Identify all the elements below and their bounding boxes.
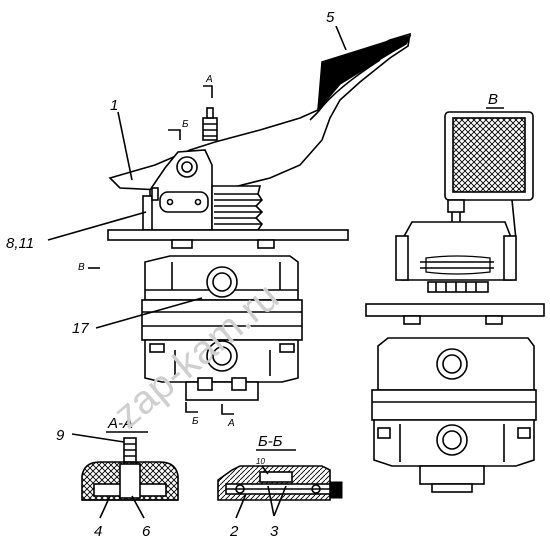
label-17: 17 — [72, 320, 89, 337]
label-6: 6 — [142, 523, 151, 540]
base-plate — [107, 229, 349, 241]
svg-text:В: В — [78, 262, 85, 273]
section-b-b: Б-Б 10 2 3 — [217, 433, 343, 540]
leader-17 — [95, 297, 203, 329]
leader-3b — [273, 485, 287, 517]
leader-6 — [131, 495, 145, 519]
svg-text:Б: Б — [192, 416, 199, 427]
svg-text:В: В — [488, 91, 498, 108]
view-v-screw — [447, 199, 465, 222]
pedal-pad-front — [444, 111, 534, 241]
label-1: 1 — [110, 97, 118, 114]
label-2: 2 — [229, 523, 239, 540]
section-marker-a-top: А — [203, 74, 213, 98]
rubber-boot — [211, 185, 264, 231]
valve-body-upper — [144, 255, 299, 301]
section-marker-b-top: Б — [168, 119, 189, 140]
svg-text:А: А — [227, 418, 235, 429]
leader-1 — [117, 111, 133, 181]
view-v-upper-housing — [395, 221, 517, 293]
section-marker-b-bottom: Б — [185, 402, 199, 427]
svg-text:Б: Б — [182, 119, 189, 130]
leader-4 — [99, 495, 111, 519]
section-a-a: А-А 9 4 6 — [56, 415, 179, 540]
leader-2 — [235, 493, 247, 519]
svg-text:Б-Б: Б-Б — [258, 433, 283, 450]
leader-3a — [267, 485, 275, 517]
valve-body-lower — [144, 339, 299, 401]
leader-5 — [335, 25, 347, 51]
section-marker-a-bottom: А — [221, 404, 235, 429]
leader-9 — [71, 433, 125, 443]
label-8-11: 8,11 — [6, 235, 34, 252]
label-10: 10 — [256, 457, 265, 466]
label-9: 9 — [56, 427, 65, 444]
svg-text:А: А — [205, 74, 213, 85]
label-5: 5 — [326, 9, 335, 26]
pedal-arm — [108, 32, 412, 191]
adjusting-screw — [202, 107, 218, 141]
view-v-underline-label: В — [486, 91, 504, 109]
view-arrow-v: В — [78, 262, 100, 273]
view-v: В — [365, 91, 545, 493]
view-v-valve-body — [371, 337, 537, 493]
label-3: 3 — [270, 523, 279, 540]
label-4: 4 — [94, 523, 102, 540]
pedal-bracket — [142, 149, 213, 231]
leader-811 — [47, 211, 147, 241]
view-v-base-plate — [365, 303, 545, 317]
main-view: А Б Б А В 1 5 8,11 17 — [6, 9, 412, 429]
svg-text:А-А: А-А — [107, 415, 133, 432]
